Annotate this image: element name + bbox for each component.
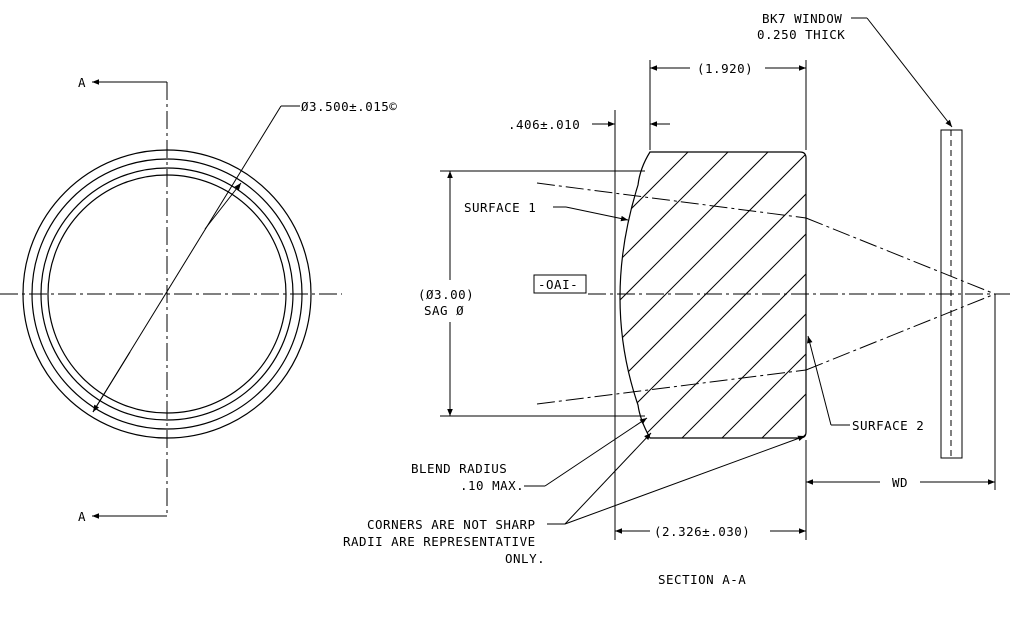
- surface-2-leader: [807, 335, 832, 426]
- ray-upper-outside: [805, 217, 996, 295]
- corners-note-line3: ONLY.: [505, 551, 545, 566]
- section-hatching: [620, 152, 806, 438]
- blend-radius-line1: BLEND RADIUS: [411, 461, 507, 476]
- datum-box: [533, 274, 587, 294]
- section-view: BK7 WINDOW 0.250 THICK (1.920) .406±.010…: [343, 11, 1010, 587]
- corners-leader-1: [564, 432, 652, 525]
- surface-1-leader: [565, 206, 629, 222]
- window-leader-2: [866, 17, 953, 128]
- section-title: SECTION A-A: [658, 572, 746, 587]
- section-marker-top: A: [78, 75, 86, 90]
- ray-upper-inside: [536, 182, 807, 219]
- ray-lower-outside: [805, 293, 996, 371]
- diameter-arrow-upper: [204, 182, 242, 230]
- section-marker-bottom: A: [78, 509, 86, 524]
- corners-note-line1: CORNERS ARE NOT SHARP: [367, 517, 536, 532]
- surface-2-label: SURFACE 2: [852, 418, 924, 433]
- lens-outline: [619, 151, 807, 439]
- diameter-note: Ø3.500±.015©: [301, 99, 397, 114]
- dim-sag-label: .406±.010: [508, 117, 580, 132]
- window-note-line2: 0.250 THICK: [757, 27, 845, 42]
- window-note-line1: BK7 WINDOW: [762, 11, 842, 26]
- dim-wd-label: WD: [892, 475, 908, 490]
- blend-radius-leader: [544, 417, 648, 487]
- dim-length-label: (1.920): [697, 61, 753, 76]
- dim-diameter-label: (Ø3.00): [418, 287, 474, 302]
- surface-1-label: SURFACE 1: [464, 200, 536, 215]
- dim-diameter-sub: SAG Ø: [424, 303, 464, 318]
- corners-leader-2: [564, 435, 806, 525]
- blend-radius-line2: .10 MAX.: [460, 478, 524, 493]
- ray-lower-inside: [536, 369, 807, 405]
- dim-overall-label: (2.326±.030): [654, 524, 750, 539]
- front-view: A A Ø3.500±.015©: [0, 75, 397, 524]
- corners-note-line2: RADII ARE REPRESENTATIVE: [343, 534, 536, 549]
- datum-label: -OAI-: [538, 277, 578, 292]
- diameter-arrow-lower: [92, 351, 131, 413]
